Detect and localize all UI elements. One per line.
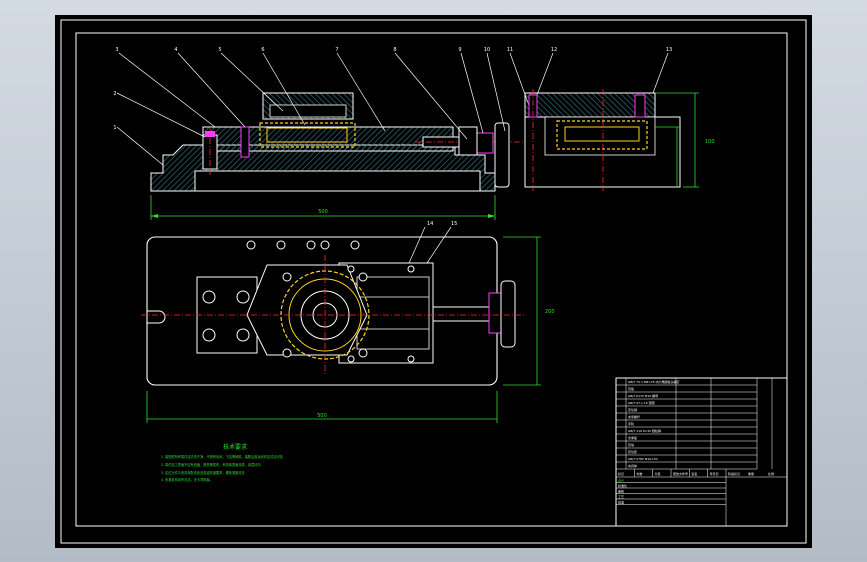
role-5: 批准 [618,500,624,505]
balloon-7: 7 [335,47,338,53]
parts-row-10: 压块 [628,442,634,447]
front-section-view: 500 [150,92,533,220]
parts-row-7: 手轮 [628,421,634,426]
plan-view [141,236,525,386]
parts-row-6: 夹紧螺杆 [628,414,640,419]
balloon-14: 14 [427,221,433,227]
parts-row-11: 定位套 [628,449,637,454]
balloon-labels: 1 2 3 4 5 6 7 8 9 10 11 12 13 [113,47,672,131]
role-2: 标准化 [618,483,627,488]
side-view: 100 [524,89,715,191]
parts-row-1: GB/T 70.1 M8×25 内六角圆柱头螺钉 [628,379,680,384]
mark-col-2: 处数 [636,471,642,476]
drawing-canvas: 500 1 2 3 4 5 6 7 8 9 10 11 12 13 [60,19,807,544]
mark-col-1: 标记 [618,471,624,476]
balloon-13: 13 [666,47,672,53]
tech-req-heading: 技术要求 [223,443,247,451]
balloon-15: 15 [451,221,457,227]
mark-col-5: 签名 [691,471,697,476]
side-height-dim: 100 [705,139,715,145]
field-2: 重量 [748,471,754,476]
parts-row-3: GB/T 6170 M10 螺母 [628,393,658,398]
role-1: 设计 [618,478,624,483]
mark-col-4: 更改文件号 [673,471,688,476]
field-3: 比例 [768,471,774,476]
parts-row-9: 支承板 [628,435,637,440]
tech-req-line-3: 3. 定位元件与夹具体配合处应保证精度要求，螺栓紧固可靠 [161,470,246,475]
plan-dims [146,236,541,423]
plan-width-dim: 200 [545,309,555,315]
balloon-9: 9 [458,47,461,53]
balloon-10: 10 [484,47,490,53]
mark-col-6: 年月日 [710,471,719,476]
plan-length-dim: 500 [317,413,327,419]
role-3: 审核 [618,489,624,494]
outer-frame [60,19,807,544]
front-length-dim: 500 [318,209,328,215]
balloon-5: 5 [218,47,221,53]
tech-req-line-4: 4. 夹紧机构动作灵活，无卡滞现象。 [161,477,213,482]
parts-row-2: 压板 [628,386,634,391]
balloon-2: 2 [113,91,116,97]
parts-row-8: GB/T 119 8×30 圆柱销 [628,428,661,433]
tech-req-line-1: 1. 装配前所有零件应清洗干净，不得有毛刺、飞边等缺陷，装配后各运动件应灵活可靠 [161,454,284,459]
mark-col-3: 分区 [655,471,661,476]
plan-holes [202,240,415,363]
leader-lines [116,52,669,166]
role-4: 工艺 [618,494,624,499]
balloon-1: 1 [113,125,116,131]
balloon-4: 4 [174,47,177,53]
balloon-12: 12 [551,47,557,53]
tech-req-line-2: 2. 零件加工表面不应有划痕、擦伤等损伤，夹具体表面涂漆，涂层均匀 [161,462,261,467]
parts-row-13: 夹具体 [628,463,637,468]
drawing-sheet: 500 1 2 3 4 5 6 7 8 9 10 11 12 13 [55,15,812,548]
balloon-11: 11 [507,47,513,53]
field-1: 阶段标记 [728,471,740,476]
balloon-3: 3 [115,47,118,53]
balloon-8: 8 [393,47,396,53]
parts-row-5: 定位销 [628,407,637,412]
parts-row-4: GB/T 97.1 10 垫圈 [628,400,655,405]
parts-row-12: GB/T 5782 M10×50 [628,457,658,461]
tech-requirements: 技术要求 1. 装配前所有零件应清洗干净，不得有毛刺、飞边等缺陷，装配后各运动件… [161,443,284,482]
inner-frame [75,32,788,527]
balloon-6: 6 [261,47,264,53]
